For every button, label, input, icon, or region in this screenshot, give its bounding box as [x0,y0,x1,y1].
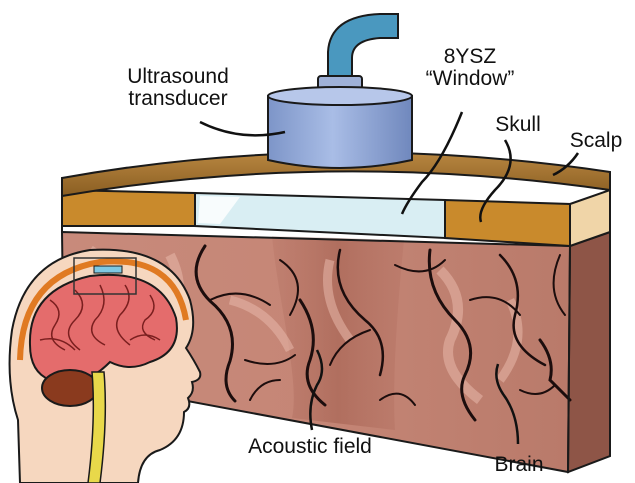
skull-bone-right [445,200,570,246]
acoustic-field-label: Acoustic field [235,436,385,458]
cerebellum [42,370,98,406]
scalp-label: Scalp [566,130,626,152]
skull-label: Skull [488,114,548,136]
transducer-label-line2: transducer [98,88,258,110]
window-label-line2: “Window” [420,68,520,90]
brain-label: Brain [484,454,554,476]
ultrasound-transducer [268,14,412,168]
transducer-label-line1: Ultrasound [98,66,258,88]
transducer-cable [328,14,398,78]
transducer-body [268,96,412,168]
transducer-label: Ultrasound transducer [98,66,258,110]
window-label-line1: 8YSZ [420,46,520,68]
tissue-side-face [568,232,610,472]
head-inset [10,250,201,483]
window-label: 8YSZ “Window” [420,46,520,90]
skull-bone-left [62,190,195,226]
inset-window-marker [94,266,122,273]
